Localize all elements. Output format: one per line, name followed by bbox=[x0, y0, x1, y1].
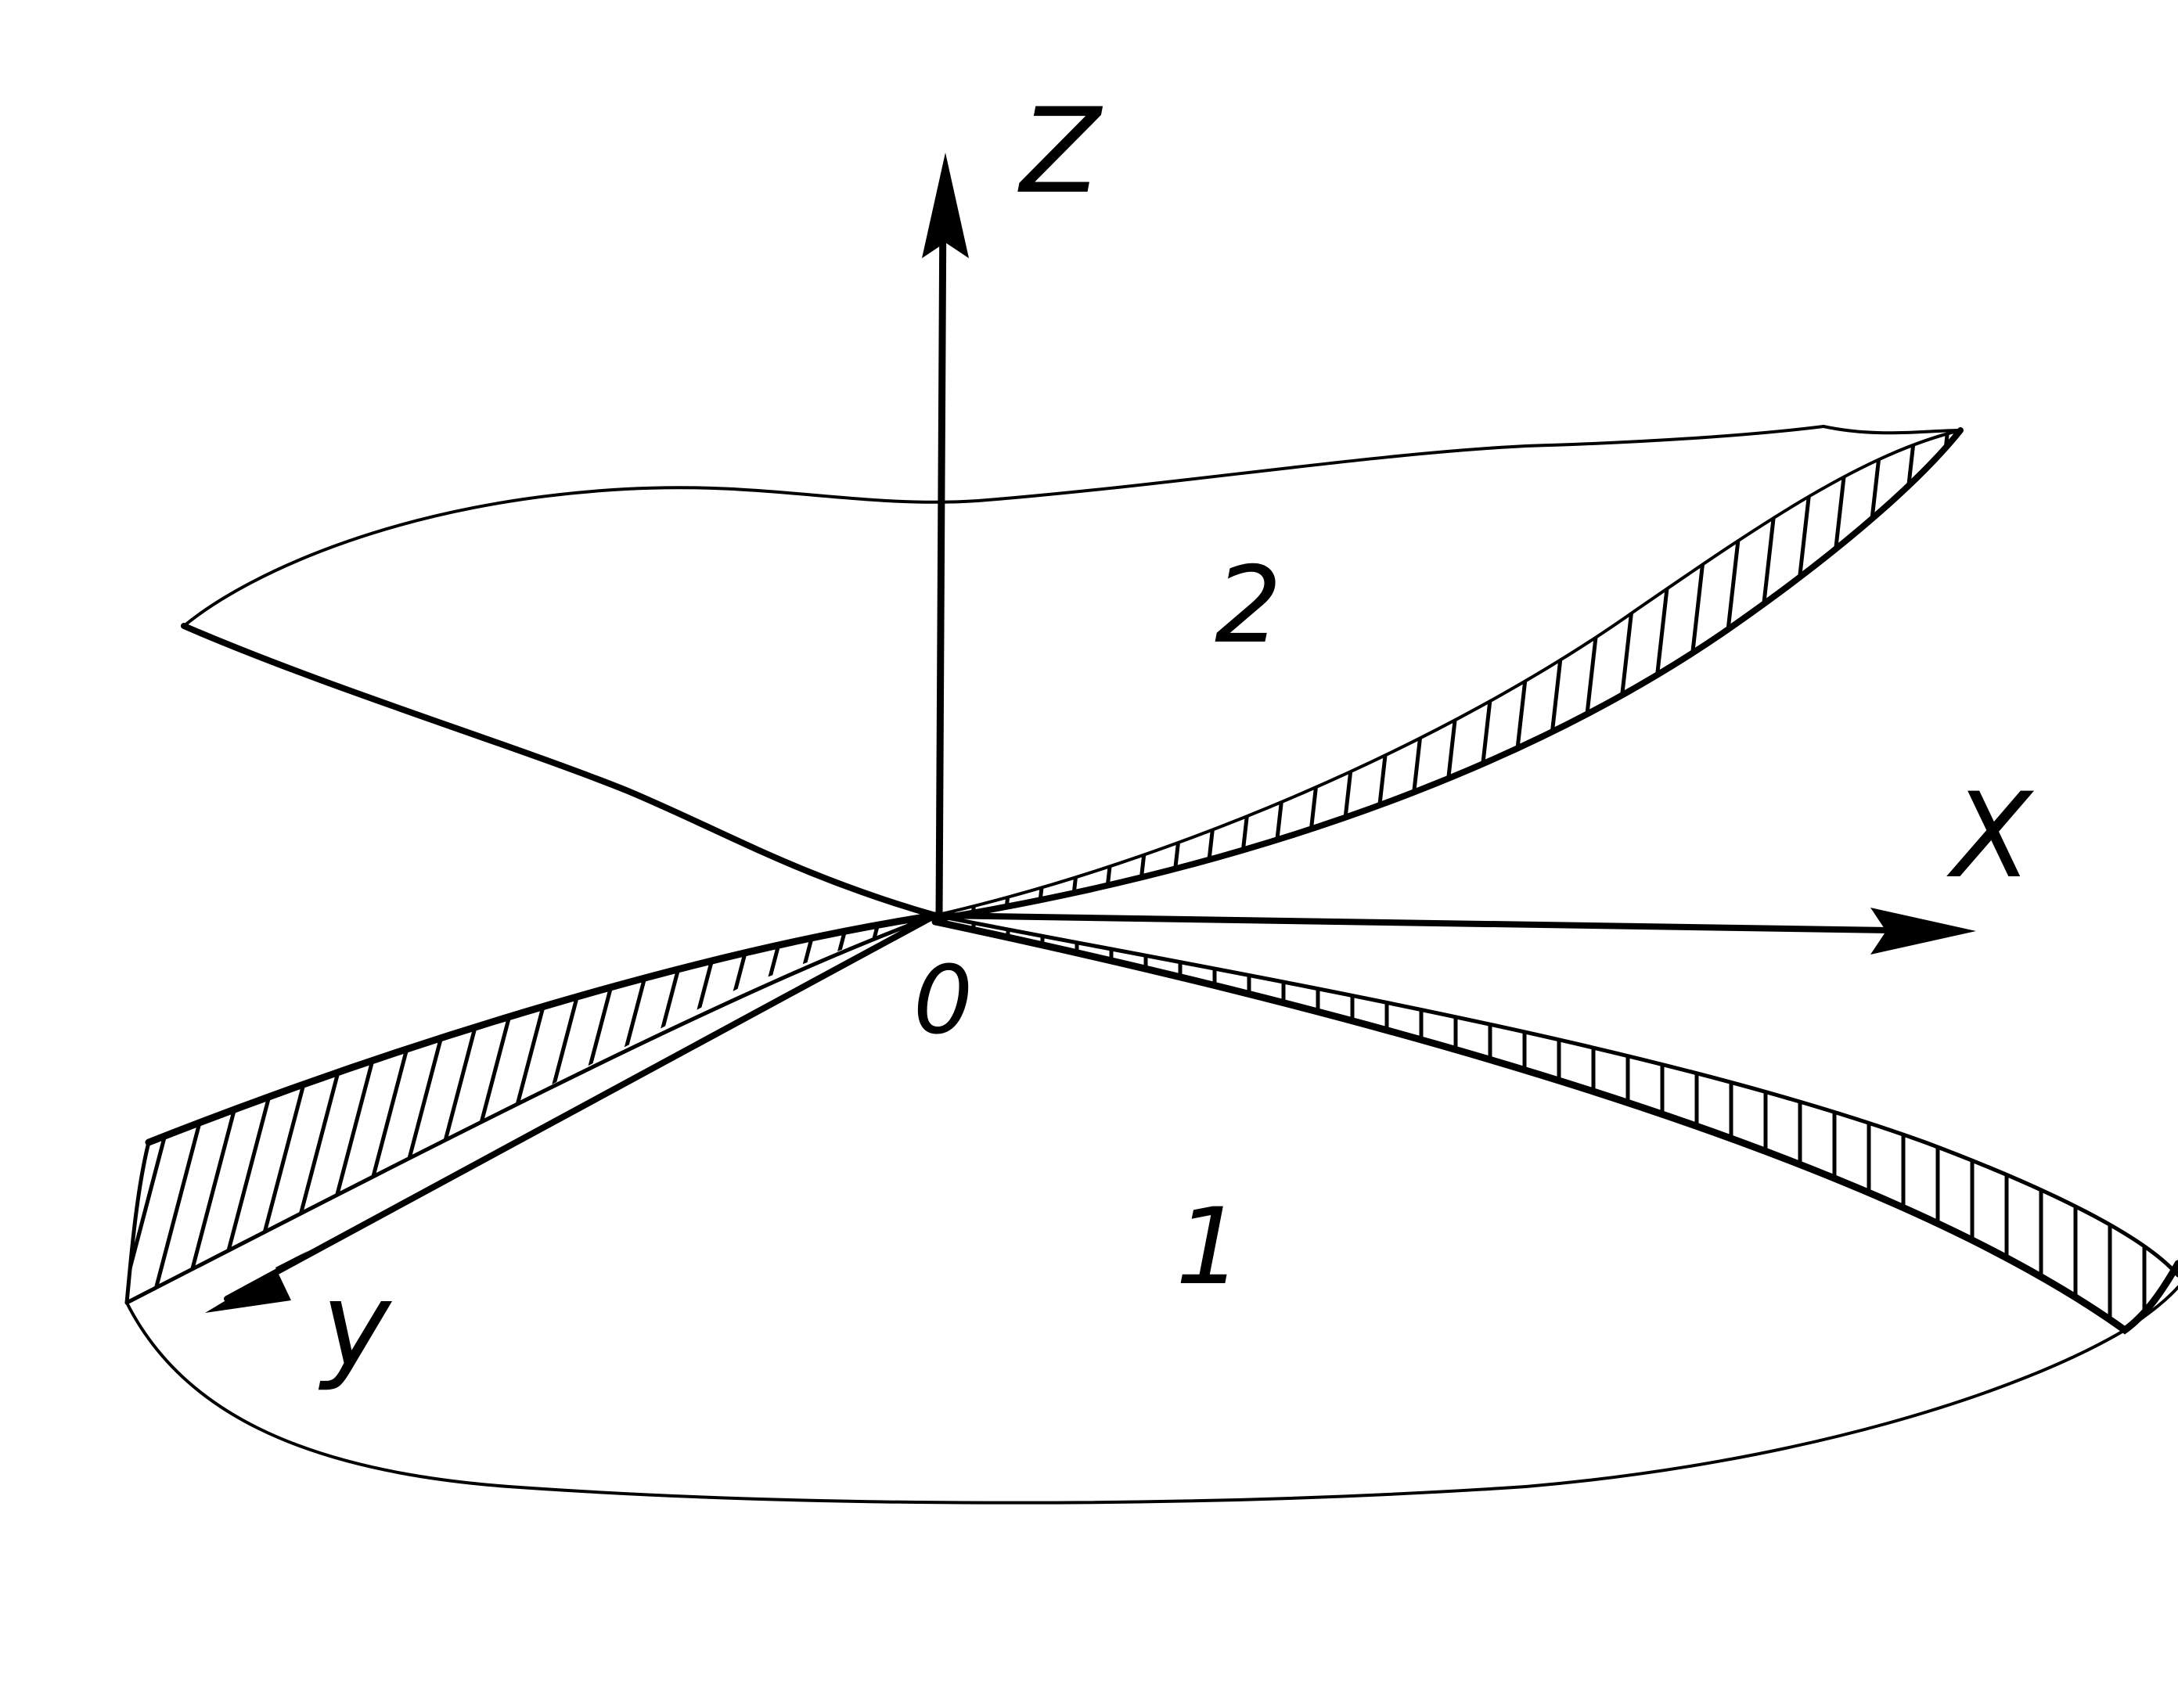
hatch-line bbox=[1358, 430, 1433, 919]
hatch-line bbox=[796, 915, 918, 1303]
surface-2-tip bbox=[1822, 425, 1962, 435]
y-axis-line bbox=[224, 912, 938, 1302]
y-axis-arrowhead bbox=[205, 1250, 309, 1313]
hatch-line bbox=[545, 915, 668, 1303]
hatch-line bbox=[483, 915, 605, 1303]
hatch-line bbox=[514, 915, 636, 1303]
hatch-line bbox=[1654, 430, 1729, 919]
surface-2-right-inner-edge bbox=[932, 427, 1964, 922]
hatch-line bbox=[1588, 430, 1663, 919]
surface-1 bbox=[124, 912, 2178, 1505]
hatch-line bbox=[127, 915, 198, 1303]
surface-1-left-rim bbox=[124, 1140, 151, 1305]
hatch-line bbox=[765, 915, 887, 1303]
axes bbox=[205, 153, 1976, 1313]
hatch-line bbox=[1424, 430, 1499, 919]
y-axis-label: y bbox=[319, 1257, 393, 1393]
surface-2 bbox=[181, 425, 1964, 922]
hatch-line bbox=[1752, 430, 1827, 919]
hatch-line bbox=[389, 915, 511, 1303]
z-axis-label: Z bbox=[1017, 84, 1103, 220]
hatch-line bbox=[1687, 430, 1762, 919]
surface-1-right-outer-edge bbox=[933, 913, 2178, 1278]
hatch-line bbox=[1785, 430, 1860, 919]
z-axis-arrowhead bbox=[922, 153, 969, 258]
x-axis-arrowhead bbox=[1870, 908, 1976, 955]
hatch-line bbox=[935, 430, 973, 919]
hatch-line bbox=[1851, 430, 1926, 919]
labels: Z X y 0 2 1 bbox=[319, 84, 2035, 1393]
hatch-line bbox=[1818, 430, 1893, 919]
hatch-line bbox=[1292, 430, 1367, 919]
hatch-line bbox=[1391, 430, 1466, 919]
surface-1-bottom-edge bbox=[125, 1285, 2178, 1505]
hatch-line bbox=[1621, 430, 1696, 919]
hatch-line bbox=[608, 915, 730, 1303]
surface-1-left-inner-edge bbox=[124, 913, 938, 1305]
surface-1-label: 1 bbox=[1175, 1185, 1243, 1308]
x-axis-line bbox=[932, 912, 1944, 934]
surface-2-left-lower-edge bbox=[181, 623, 938, 919]
z-axis-line bbox=[935, 192, 947, 919]
hatch-line bbox=[963, 430, 1039, 919]
hatch-line bbox=[1095, 430, 1170, 919]
surface-1-right-inner-edge bbox=[931, 918, 2178, 1335]
hatch-line bbox=[1884, 430, 1959, 919]
hatch-line bbox=[1029, 430, 1104, 919]
hatch-line bbox=[1325, 430, 1400, 919]
origin-label: 0 bbox=[913, 947, 973, 1055]
surface-1-left-upper-edge bbox=[145, 912, 939, 1146]
hatch-line bbox=[1128, 430, 1203, 919]
surface-2-label: 2 bbox=[1215, 544, 1282, 667]
x-axis-label: X bbox=[1946, 768, 2035, 904]
hatch-line bbox=[1719, 430, 1795, 919]
surface-2-top-edge bbox=[182, 425, 1825, 627]
hatch-line bbox=[139, 915, 261, 1303]
